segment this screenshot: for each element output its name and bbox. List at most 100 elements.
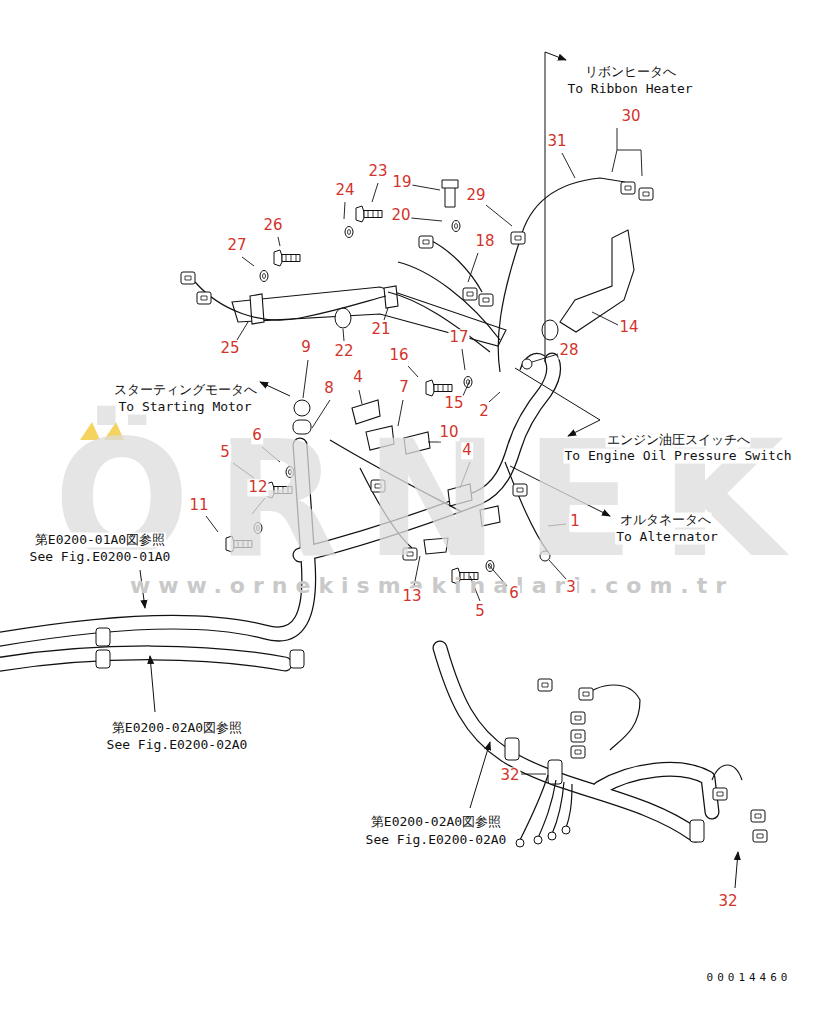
leader-line — [278, 237, 280, 246]
callout-number: 8 — [323, 380, 335, 397]
connector — [463, 288, 477, 300]
callout-number: 22 — [333, 343, 354, 360]
wire-harness-tube — [600, 769, 712, 812]
callout-number: 21 — [370, 321, 391, 338]
callout-number: 16 — [388, 347, 409, 364]
leader-line — [242, 257, 254, 266]
direction-arrow — [470, 742, 490, 808]
wire-harness-tube — [440, 648, 695, 835]
callout-number: 24 — [334, 182, 355, 199]
callout-number: 32 — [499, 767, 520, 784]
callout-number: 28 — [558, 342, 579, 359]
connector — [419, 236, 433, 248]
leader-line — [343, 329, 344, 341]
direction-note: See Fig.E0200-02A0 — [365, 833, 508, 848]
wire-harness-tube — [600, 769, 712, 812]
direction-note: エンジン油圧スイッチへ — [606, 433, 751, 448]
callout-number: 27 — [226, 237, 247, 254]
leader-line — [237, 322, 248, 340]
callout-number: 5 — [219, 444, 231, 461]
electric-wire — [552, 782, 564, 834]
connector — [181, 272, 195, 284]
callout-number: 17 — [448, 329, 469, 346]
direction-arrow — [735, 852, 738, 888]
figure-code: 00014460 — [707, 972, 792, 985]
mounting-bracket — [560, 230, 634, 332]
callout-number: 18 — [474, 233, 495, 250]
connector — [479, 294, 493, 306]
callout-number: 20 — [390, 207, 411, 224]
leader-line — [344, 202, 345, 219]
leader-line — [612, 128, 642, 176]
wire-harness-tube — [0, 653, 285, 665]
callout-number: 3 — [565, 579, 577, 596]
direction-note: オルタネータへ — [619, 513, 712, 528]
callout-number: 4 — [352, 369, 364, 386]
direction-note: To Ribbon Heater — [566, 82, 693, 97]
leader-line — [303, 360, 308, 398]
harness-clamp — [96, 650, 110, 668]
electric-wire — [712, 765, 742, 780]
bolt-and-washer — [345, 227, 353, 238]
callout-number: 23 — [367, 163, 388, 180]
callout-number: 30 — [620, 108, 641, 125]
direction-note: 第E0200-01A0図参照 — [34, 533, 166, 548]
callout-number: 2 — [478, 403, 490, 420]
connector — [753, 830, 767, 842]
connector — [197, 292, 211, 304]
electric-wire — [580, 685, 640, 750]
connector — [511, 232, 525, 244]
harness-clamp — [96, 628, 110, 646]
leader-line — [468, 253, 478, 282]
mounting-bracket — [384, 286, 398, 308]
bolt-and-washer — [260, 271, 268, 282]
connector — [571, 746, 585, 758]
direction-note: 第E0200-02A0図参照 — [111, 721, 243, 736]
callout-number: 6 — [508, 585, 520, 602]
callout-number: 15 — [443, 395, 464, 412]
electric-wire — [498, 240, 520, 372]
wire-harness-tube — [0, 653, 285, 665]
direction-note: See Fig.E0200-02A0 — [106, 738, 249, 753]
leader-line — [489, 392, 500, 402]
callout-number: 5 — [474, 603, 486, 620]
mounting-bracket — [250, 294, 264, 324]
bolt-and-washer — [426, 380, 452, 396]
harness-clamp — [294, 400, 310, 416]
connector — [571, 712, 585, 724]
leader-line — [532, 354, 558, 362]
bolt-and-washer — [274, 250, 300, 266]
callout-number: 26 — [262, 217, 283, 234]
direction-arrow — [260, 382, 290, 396]
spacer-collar — [542, 320, 558, 340]
callout-number: 13 — [401, 588, 422, 605]
connector — [579, 688, 593, 700]
callout-number: 25 — [219, 340, 240, 357]
connector — [639, 188, 653, 200]
callout-number: 10 — [438, 424, 459, 441]
leader-line — [372, 183, 378, 202]
leader-line — [384, 308, 388, 320]
callout-number: 7 — [398, 379, 410, 396]
callout-number: 11 — [188, 497, 209, 514]
connector — [571, 730, 585, 742]
direction-note: To Alternator — [615, 530, 719, 545]
callout-number: 14 — [618, 319, 639, 336]
connector — [621, 182, 635, 194]
callout-number: 29 — [465, 187, 486, 204]
electric-wire — [566, 784, 572, 828]
callout-number: 32 — [717, 893, 738, 910]
ring-terminal — [516, 839, 524, 847]
connector — [751, 810, 765, 822]
callout-number: 19 — [391, 174, 412, 191]
leader-line — [408, 366, 418, 377]
direction-arrow — [545, 52, 566, 362]
electric-wire — [520, 178, 625, 240]
direction-note: リボンヒータへ — [584, 65, 677, 80]
watermark-url: www.ornekismakinalari.com.tr — [130, 573, 734, 598]
connector — [713, 788, 727, 800]
wire-harness-tube — [440, 648, 695, 835]
leader-line — [562, 153, 575, 178]
leader-line — [462, 349, 465, 370]
electric-wire — [195, 282, 386, 320]
